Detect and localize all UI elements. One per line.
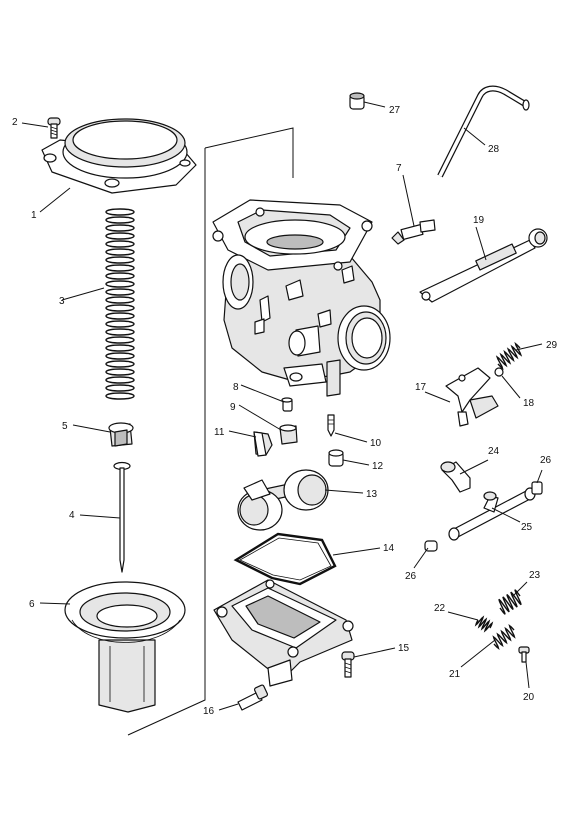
callout-22: 22	[434, 603, 446, 614]
top-cover-icon	[41, 118, 197, 194]
callout-13: 13	[366, 489, 378, 500]
callout-3: 3	[59, 296, 65, 307]
callout-24: 24	[488, 446, 500, 457]
throttle-lever-icon	[419, 228, 548, 303]
float-needle-icon	[327, 414, 335, 437]
idle-screw-spring-icon	[492, 624, 516, 650]
callout-6: 6	[29, 599, 35, 610]
callout-labels: 1 2 3 4 5 6 7 8 9 10 11 12 13 14 15 16 1…	[12, 105, 558, 717]
callout-21: 21	[449, 669, 461, 680]
bowl-gasket-icon	[233, 532, 337, 586]
float-icon	[237, 469, 329, 531]
pilot-screw-icon	[391, 219, 436, 245]
callout-5: 5	[62, 421, 68, 432]
needle-jet-icon	[281, 397, 293, 412]
leader-lines	[21, 101, 543, 711]
drain-screw-icon	[237, 684, 269, 711]
slide-spring-icon	[105, 208, 135, 400]
callout-9: 9	[230, 402, 236, 413]
pin-retainer-icon	[328, 449, 344, 467]
hose-elbow-icon	[440, 461, 471, 493]
callout-20: 20	[523, 692, 535, 703]
float-pin-icon	[253, 431, 273, 457]
choke-lever-icon	[445, 367, 499, 427]
callout-15: 15	[398, 643, 410, 654]
needle-retainer-icon	[108, 422, 134, 447]
callout-7: 7	[396, 163, 402, 174]
main-jet-icon	[279, 424, 298, 445]
callout-28: 28	[488, 144, 500, 155]
carburettor-body-icon	[212, 199, 391, 397]
callout-16: 16	[203, 706, 215, 717]
idle-o-ring-icon	[474, 615, 494, 633]
callout-11: 11	[214, 427, 225, 438]
callout-27: 27	[389, 105, 401, 116]
idle-spring-icon	[498, 589, 522, 615]
callout-2: 2	[12, 117, 18, 128]
breather-pipe-icon	[437, 85, 530, 178]
bowl-screw-icon	[341, 651, 355, 678]
callout-17: 17	[415, 382, 427, 393]
callout-26-upper: 26	[540, 455, 552, 466]
return-spring-icon	[495, 341, 523, 371]
idle-screw-icon	[518, 646, 530, 663]
callout-19: 19	[473, 215, 485, 226]
washer-icon	[494, 367, 504, 377]
callout-12: 12	[372, 461, 384, 472]
callout-18: 18	[523, 398, 535, 409]
callout-29: 29	[546, 340, 558, 351]
callout-23: 23	[529, 570, 541, 581]
callout-14: 14	[383, 543, 395, 554]
diaphragm-slide-icon	[64, 581, 186, 713]
blanking-cap-upper-icon	[531, 481, 543, 495]
callout-8: 8	[233, 382, 239, 393]
callout-10: 10	[370, 438, 382, 449]
cap-icon	[349, 92, 365, 110]
callout-26-lower: 26	[405, 571, 417, 582]
assembly-frame	[127, 127, 294, 736]
callout-25: 25	[521, 522, 533, 533]
callout-4: 4	[69, 510, 75, 521]
float-bowl-icon	[213, 579, 354, 687]
top-cover-screw-icon	[47, 117, 61, 139]
callout-1: 1	[31, 210, 37, 221]
jet-needle-icon	[113, 461, 131, 573]
